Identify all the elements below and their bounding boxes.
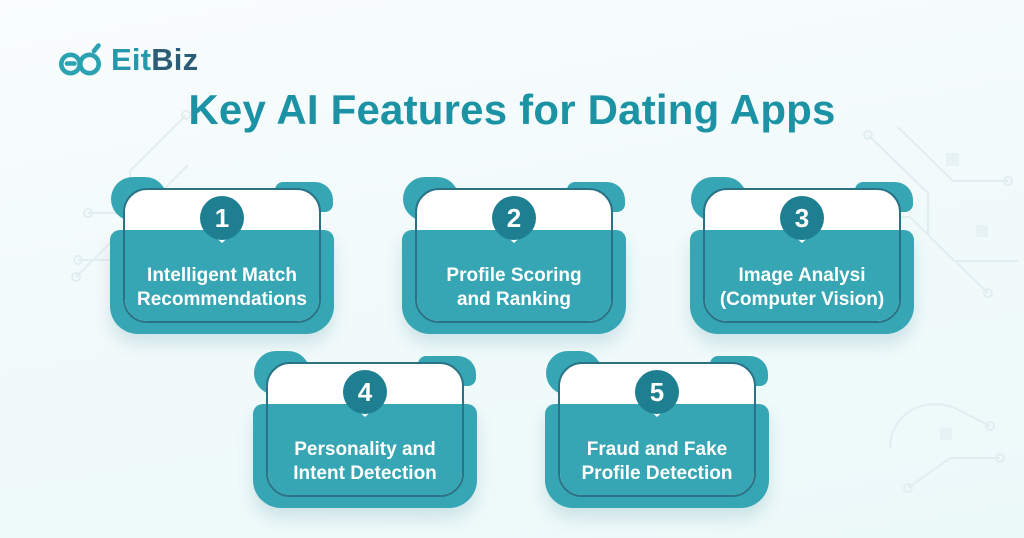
card-label-line1: Personality and bbox=[294, 439, 436, 460]
card-number-badge: 5 bbox=[635, 370, 679, 414]
card-label: Profile Scoring and Ranking bbox=[417, 264, 611, 312]
card-label: Personality and Intent Detection bbox=[268, 438, 462, 486]
card-label: Image Analysi (Computer Vision) bbox=[705, 264, 899, 312]
feature-card-5: Fraud and Fake Profile Detection 5 bbox=[545, 351, 769, 508]
card-label-line2: (Computer Vision) bbox=[719, 289, 885, 310]
card-teal-fill bbox=[417, 230, 611, 321]
feature-card-1: Intelligent Match Recommendations 1 bbox=[110, 177, 334, 334]
card-label-line1: Fraud and Fake bbox=[586, 439, 728, 460]
logo-text-secondary: Biz bbox=[151, 42, 199, 77]
card-number-badge: 1 bbox=[200, 196, 244, 240]
card-teal-fill bbox=[560, 404, 754, 495]
card-number-badge: 3 bbox=[780, 196, 824, 240]
card-label-line1: Intelligent Match bbox=[147, 265, 297, 286]
card-label: Fraud and Fake Profile Detection bbox=[560, 438, 754, 486]
page-title: Key AI Features for Dating Apps bbox=[188, 86, 836, 133]
circuit-pattern-bottom-right bbox=[889, 403, 1005, 493]
card-label: Intelligent Match Recommendations bbox=[125, 264, 319, 312]
card-teal-fill bbox=[268, 404, 462, 495]
logo: EitBiz bbox=[58, 42, 198, 78]
feature-card-3: Image Analysi (Computer Vision) 3 bbox=[690, 177, 914, 334]
card-label-line1: Profile Scoring bbox=[446, 265, 582, 286]
card-label-line2: Recommendations bbox=[137, 289, 307, 310]
card-number-badge: 2 bbox=[492, 196, 536, 240]
card-label-line2: Profile Detection bbox=[581, 463, 733, 484]
feature-card-4: Personality and Intent Detection 4 bbox=[253, 351, 477, 508]
card-label-line2: and Ranking bbox=[456, 289, 571, 310]
logo-text-primary: Eit bbox=[111, 42, 152, 77]
card-number-badge: 4 bbox=[343, 370, 387, 414]
logo-wordmark: EitBiz bbox=[111, 42, 198, 78]
card-label-line2: Intent Detection bbox=[293, 463, 437, 484]
feature-card-2: Profile Scoring and Ranking 2 bbox=[402, 177, 626, 334]
card-label-line1: Image Analysi bbox=[738, 265, 866, 286]
card-face: Fraud and Fake Profile Detection bbox=[558, 362, 756, 497]
eitbiz-logo-icon bbox=[59, 43, 101, 76]
